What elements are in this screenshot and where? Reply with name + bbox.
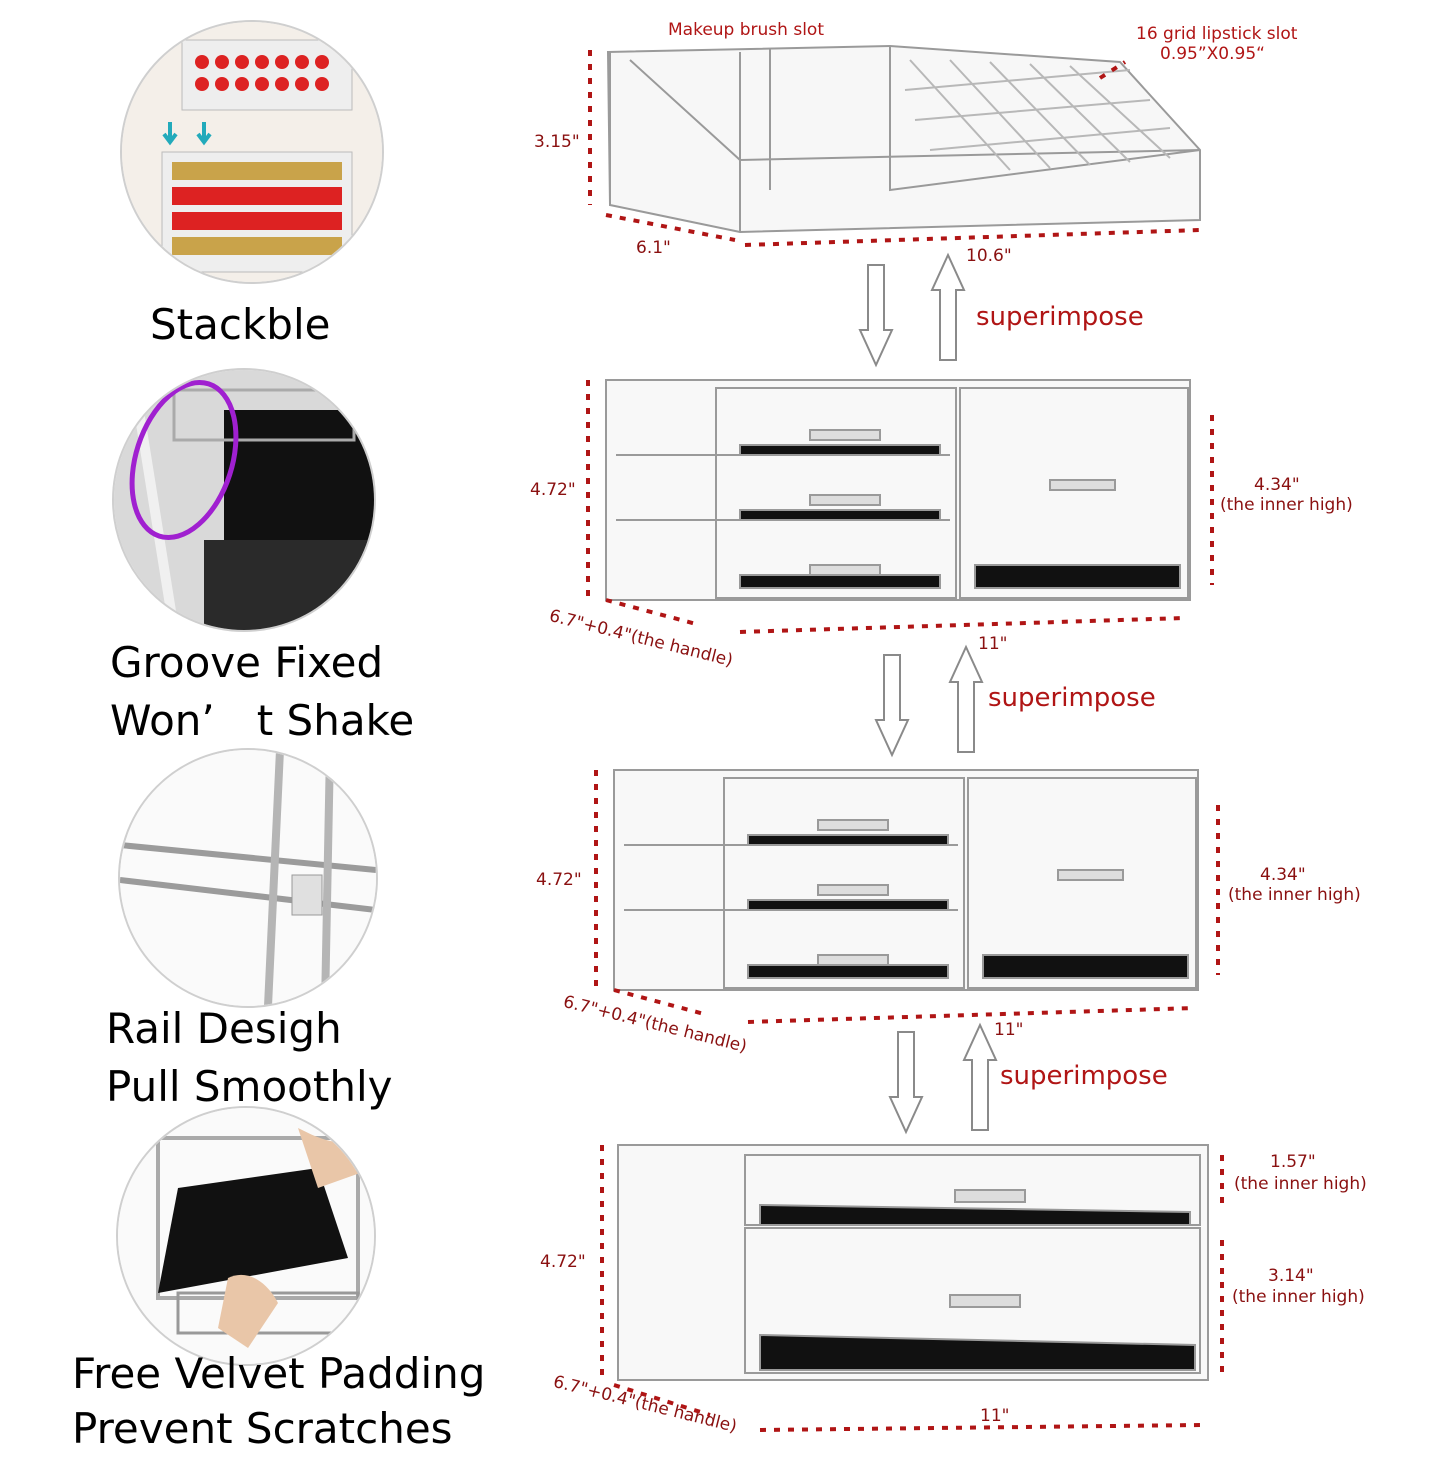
tier3-inner: 4.34" xyxy=(1260,865,1306,885)
up-arrow-icon xyxy=(962,1022,998,1131)
drawer-unit-3 xyxy=(613,769,1199,991)
tier2-inner: 4.34" xyxy=(1254,475,1300,495)
tier4-inner-bottom: 3.14" xyxy=(1268,1266,1314,1286)
tier4-inner-bottom-note: (the inner high) xyxy=(1232,1287,1365,1307)
tier3-width: 11" xyxy=(994,1020,1024,1040)
arrows xyxy=(858,252,998,1135)
drawer-unit-2 xyxy=(605,379,1191,601)
up-arrow-icon xyxy=(930,252,966,361)
groove-closeup-image xyxy=(114,370,374,630)
superimpose-label-3: superimpose xyxy=(1000,1061,1168,1091)
rail-photo xyxy=(118,748,378,1008)
drawer-unit-4 xyxy=(617,1144,1209,1381)
feature-3-line-2: Pull Smoothly xyxy=(106,1062,393,1111)
down-arrow-icon xyxy=(888,1031,924,1135)
tier3-inner-note: (the inner high) xyxy=(1228,885,1361,905)
tier4-width: 11" xyxy=(980,1406,1010,1426)
brush-slot-label: Makeup brush slot xyxy=(668,20,824,40)
tier4-inner-top: 1.57" xyxy=(1270,1152,1316,1172)
down-arrow-icon xyxy=(874,654,910,758)
velvet-photo xyxy=(116,1106,376,1366)
lipstick-size-label: 0.95”X0.95“ xyxy=(1160,44,1265,64)
velvet-padding-image xyxy=(118,1108,374,1364)
down-arrow-icon xyxy=(858,264,894,368)
tier3-height: 4.72" xyxy=(536,870,582,890)
up-arrow-icon xyxy=(948,644,984,753)
superimpose-label-2: superimpose xyxy=(988,683,1156,713)
feature-2-line-1: Groove Fixed xyxy=(110,638,384,687)
tier4-height: 4.72" xyxy=(540,1252,586,1272)
rail-closeup-image xyxy=(120,750,376,1006)
feature-4-line-1: Free Velvet Padding xyxy=(72,1349,486,1398)
tier2-height: 4.72" xyxy=(530,480,576,500)
superimpose-label-1: superimpose xyxy=(976,302,1144,332)
tier2-inner-note: (the inner high) xyxy=(1220,495,1353,515)
lipstick-slot-label: 16 grid lipstick slot xyxy=(1136,24,1298,44)
top-depth: 6.1" xyxy=(636,238,671,258)
tier2-width: 11" xyxy=(978,634,1008,654)
top-organizer xyxy=(606,44,1201,234)
top-width: 10.6" xyxy=(966,246,1012,266)
groove-photo xyxy=(112,368,376,632)
stackable-photo xyxy=(120,20,384,284)
top-height: 3.15" xyxy=(534,132,580,152)
tier4-inner-top-note: (the inner high) xyxy=(1234,1174,1367,1194)
feature-1-line-1: Stackble xyxy=(150,300,331,349)
stacked-lipstick-trays-image xyxy=(122,22,382,282)
feature-2-line-2: Won’ t Shake xyxy=(110,696,415,745)
feature-3-line-1: Rail Desigh xyxy=(106,1004,342,1053)
